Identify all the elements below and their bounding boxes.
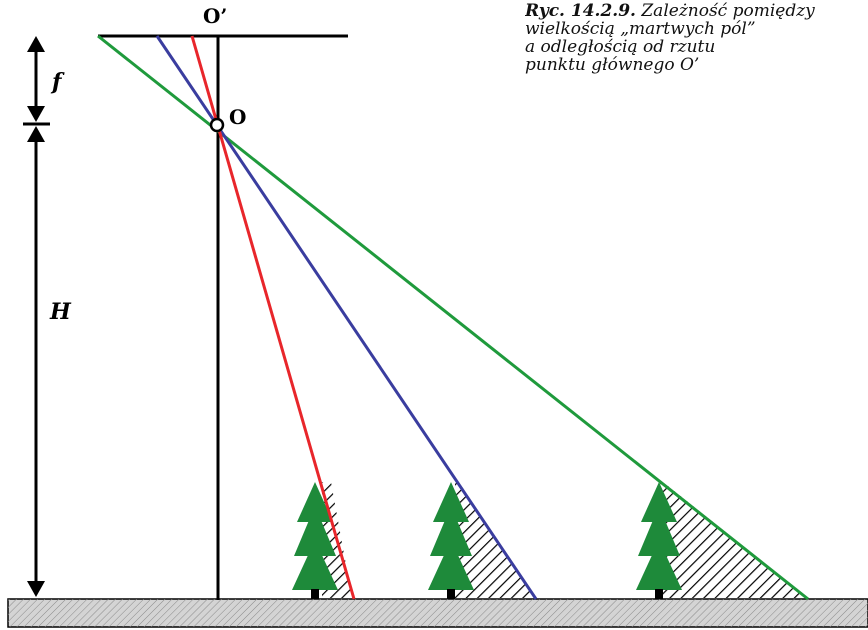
caption-line-1: Zależność pomiędzy xyxy=(641,2,815,21)
projection-center-point xyxy=(209,117,225,133)
tree-near xyxy=(292,482,338,599)
label-h: H xyxy=(50,299,71,325)
tree-far xyxy=(636,482,682,599)
caption-number: Ryc. 14.2.9. xyxy=(525,2,636,21)
caption-line-4: punktu głównego O’ xyxy=(525,55,700,74)
dimension-arrows xyxy=(23,36,50,597)
figure-caption: Ryc. 14.2.9. Zależność pomiędzy wielkośc… xyxy=(525,2,868,74)
caption-line-2: wielkością „martwych pól” xyxy=(525,19,756,39)
tree-middle xyxy=(428,482,474,599)
dead-zones xyxy=(322,482,808,598)
caption-line-3: a odległością od rzutu xyxy=(525,37,716,57)
label-o: O xyxy=(229,105,247,129)
ground xyxy=(7,598,868,628)
label-o-prime: O’ xyxy=(203,4,228,28)
label-f: f xyxy=(52,69,62,95)
